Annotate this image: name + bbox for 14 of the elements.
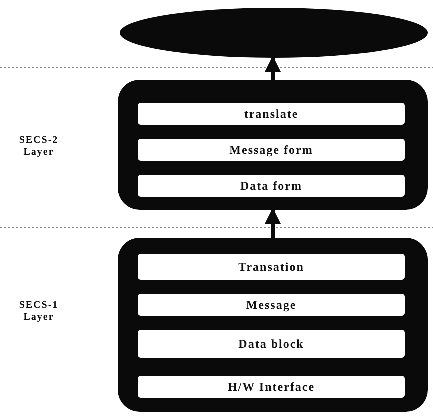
function-box: translate — [138, 103, 405, 125]
function-box: Message — [138, 294, 405, 316]
arrow — [265, 208, 281, 238]
function-box: Transation — [138, 254, 405, 280]
layer-label: SECS-2 Layer — [18, 135, 60, 159]
function-box: Data form — [138, 175, 405, 197]
arrow — [265, 56, 281, 80]
layer-label: SECS-1 Layer — [18, 300, 60, 324]
layer-panel — [118, 238, 428, 412]
function-box: Message form — [138, 139, 405, 161]
layer-panel — [118, 80, 428, 210]
ellipse-shape — [120, 8, 428, 58]
function-box: H/W Interface — [138, 376, 405, 398]
function-box: Data block — [138, 330, 405, 358]
